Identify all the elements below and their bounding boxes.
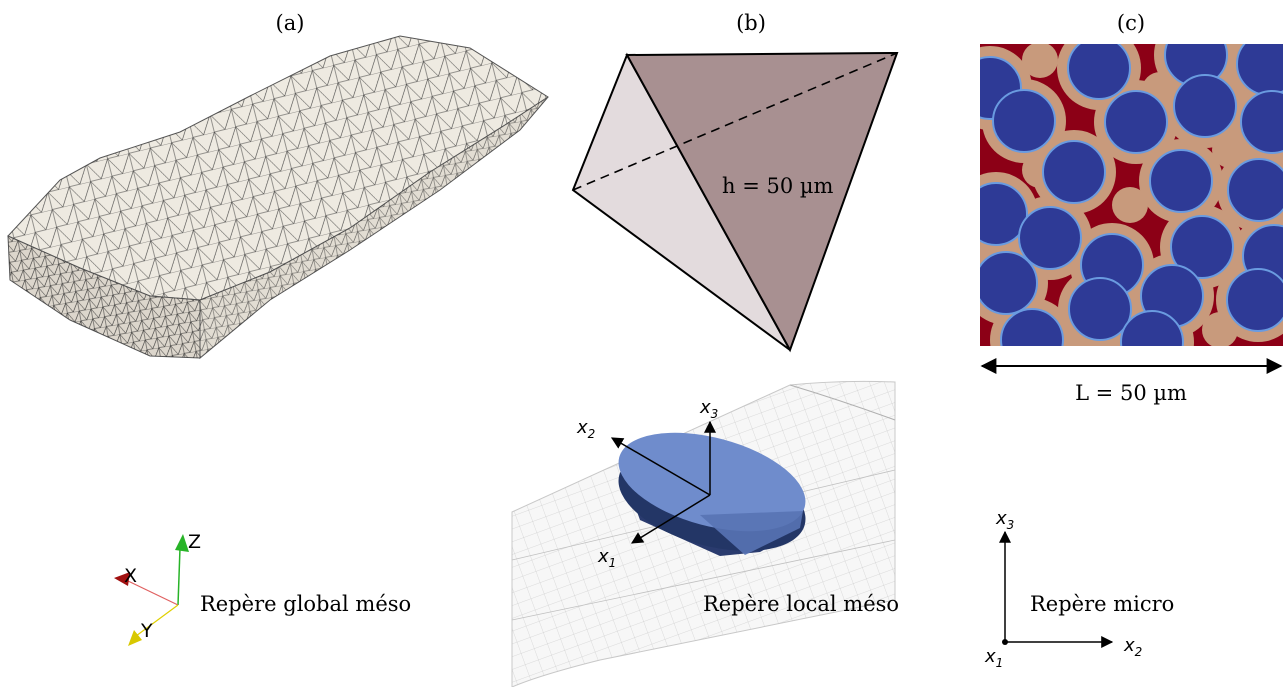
micro-axis-x2-label: x2 — [1123, 635, 1142, 659]
fiber — [1240, 90, 1283, 154]
interphase-ring — [1112, 187, 1148, 223]
axis-z-label: Z — [188, 531, 201, 553]
y-axis-cone-icon — [128, 630, 142, 646]
fiber — [992, 89, 1056, 153]
tow-cross-section — [618, 432, 806, 556]
fiber — [1120, 310, 1184, 346]
local-axes: x3 x2 x1 — [576, 397, 718, 570]
mesoscale-mesh-sample — [7, 35, 549, 360]
fiber — [1068, 277, 1132, 341]
micro-axes: x3 x2 x1 — [984, 508, 1142, 670]
tetrahedron-element — [571, 51, 899, 353]
fiber — [1227, 158, 1283, 222]
fiber — [1226, 268, 1283, 332]
fiber — [1173, 74, 1237, 138]
local-frame-caption: Repère local méso — [703, 592, 899, 616]
panel-b: (b) h = 50 µm x3 x2 — [511, 11, 899, 687]
local-axis-x2-label: x2 — [576, 417, 595, 441]
fiber — [1042, 140, 1106, 204]
fiber — [1000, 308, 1064, 346]
axis-y-label: Y — [140, 620, 153, 642]
fiber — [1018, 206, 1082, 270]
interphase-ring — [1022, 44, 1058, 78]
panel-c-label: (c) — [1117, 11, 1145, 35]
micro-axis-x3-label: x3 — [995, 508, 1014, 532]
fiber — [1104, 90, 1168, 154]
panel-a-label: (a) — [276, 11, 305, 35]
interphase-ring — [1202, 312, 1238, 346]
axis-x-label: X — [124, 565, 137, 587]
microstructure-cell — [980, 44, 1283, 346]
local-axis-x1-label: x1 — [597, 546, 616, 570]
panel-c: (c) L = 50 µm x3 x2 x1 Repère micro — [980, 11, 1283, 670]
global-frame-caption: Repère global méso — [200, 592, 411, 616]
fiber — [1149, 149, 1213, 213]
micro-axis-x1-label: x1 — [984, 646, 1003, 670]
fiber — [980, 251, 1038, 315]
interphase-ring — [1212, 132, 1248, 168]
cell-length-label: L = 50 µm — [1075, 381, 1187, 405]
fiber — [1067, 44, 1131, 100]
global-axes-triad: Z X Y — [114, 531, 201, 646]
x-axis-cone-icon — [114, 572, 130, 586]
fiber — [1236, 44, 1283, 96]
panel-a: (a) Z X Y Repère global méso — [7, 11, 549, 646]
tetra-height-label: h = 50 µm — [722, 174, 834, 198]
fiber — [1170, 215, 1234, 279]
micro-frame-caption: Repère micro — [1030, 592, 1174, 616]
fiber — [980, 182, 1028, 246]
local-axis-x3-label: x3 — [699, 397, 718, 421]
panel-b-label: (b) — [736, 11, 766, 35]
z-axis-cone-icon — [175, 534, 189, 552]
